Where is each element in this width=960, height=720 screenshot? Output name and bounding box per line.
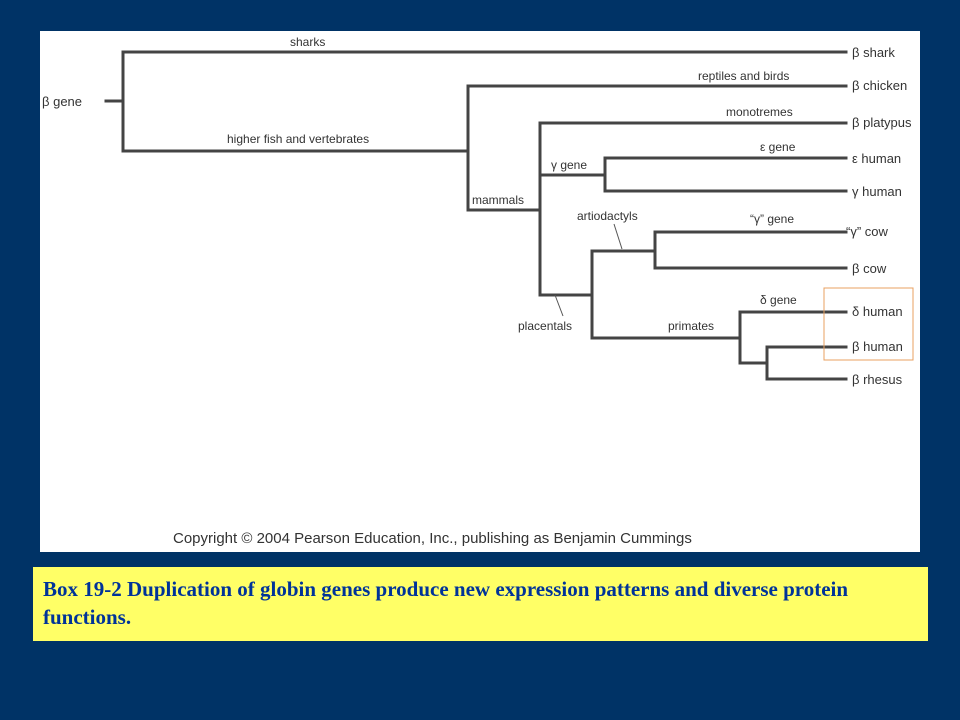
leaf-epsilon-human: ε human — [852, 151, 901, 166]
label-monotremes: monotremes — [726, 105, 793, 119]
label-placentals: placentals — [518, 319, 572, 333]
leaf-gamma-human: γ human — [852, 184, 902, 199]
leaf-beta-cow: β cow — [852, 261, 887, 276]
leaf-delta-human: δ human — [852, 304, 903, 319]
label-higher-fish: higher fish and vertebrates — [227, 132, 369, 146]
leaf-beta-rhesus: β rhesus — [852, 372, 903, 387]
leaf-platypus: β platypus — [852, 115, 912, 130]
label-artiodactyls: artiodactyls — [577, 209, 638, 223]
phylogenetic-tree-figure: β gene sharks higher fish and vertebrate… — [40, 31, 920, 552]
label-epsilon-gene: ε gene — [760, 140, 796, 154]
label-delta-gene: δ gene — [760, 293, 797, 307]
leaf-shark: β shark — [852, 45, 895, 60]
caption-box: Box 19-2 Duplication of globin genes pro… — [33, 567, 928, 641]
label-reptiles-birds: reptiles and birds — [698, 69, 789, 83]
copyright-text: Copyright © 2004 Pearson Education, Inc.… — [173, 530, 692, 547]
caption-text: Box 19-2 Duplication of globin genes pro… — [43, 577, 849, 629]
label-mammals: mammals — [472, 193, 524, 207]
label-gamma-quoted-gene: “γ” gene — [750, 212, 794, 226]
label-primates: primates — [668, 319, 714, 333]
root-label: β gene — [42, 94, 82, 109]
label-sharks: sharks — [290, 35, 325, 49]
leaf-chicken: β chicken — [852, 78, 907, 93]
leaf-gamma-cow: “γ” cow — [846, 224, 889, 239]
leader-artiodactyls — [613, 223, 623, 250]
highlight-box — [823, 287, 914, 361]
leaf-beta-human: β human — [852, 339, 903, 354]
label-gamma-gene: γ gene — [551, 158, 587, 172]
leader-placentals — [554, 294, 564, 317]
tree-svg: β gene sharks higher fish and vertebrate… — [42, 35, 914, 547]
